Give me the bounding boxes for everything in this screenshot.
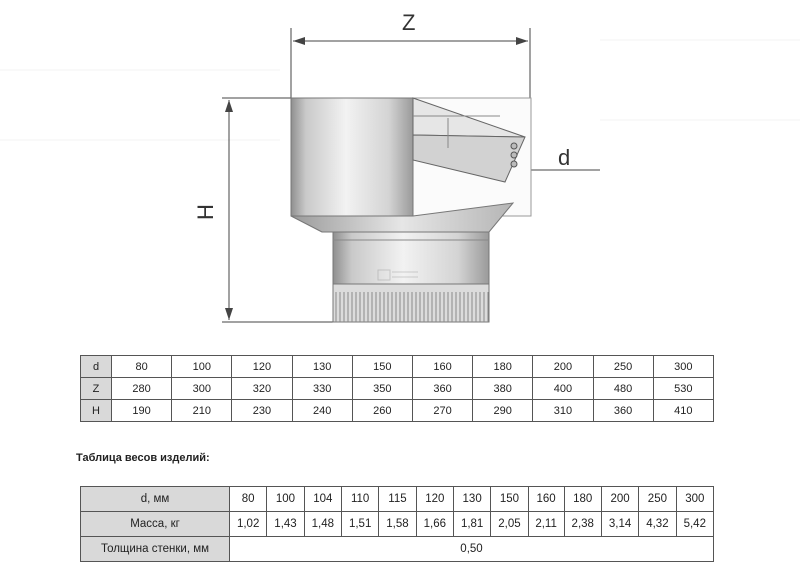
weights-mass-cell: 1,48 [303,511,342,537]
weights-d-cell: 130 [452,486,492,512]
weights-d-label: d, мм [80,486,230,512]
dims-cell: 130 [291,355,353,378]
dims-cell: 120 [231,355,293,378]
z-dimension [290,28,531,100]
dims-cell: 360 [592,399,654,422]
weights-wall-value: 0,50 [229,536,714,562]
weights-d-cell: 110 [340,486,380,512]
dims-cell: 360 [411,377,474,400]
weights-d-cell: 100 [266,486,305,512]
corrugated-ring [332,283,490,323]
dims-cell: 480 [592,377,654,400]
dims-cell: 100 [171,355,233,378]
chimney-cap-drawing: Z H d [0,10,800,323]
dims-cell: 350 [351,377,413,400]
weights-mass-cell: 4,32 [638,511,677,537]
weights-d-cell: 250 [638,486,677,512]
z-dimension-label: Z [402,10,415,35]
dims-cell: 330 [291,377,353,400]
dims-cell: 230 [231,399,293,422]
dims-cell: 190 [110,399,173,422]
dims-row-label: d [80,355,112,378]
dims-cell: 290 [472,399,534,422]
lower-body [332,231,490,285]
background-grid [0,39,800,141]
weights-mass-cell: 5,42 [675,511,715,537]
weights-d-cell: 150 [490,486,529,512]
d-dimension-label: d [558,145,570,170]
dims-row-label: Z [80,377,112,400]
dims-cell: 410 [652,399,715,422]
weights-d-cell: 120 [415,486,454,512]
weights-table-title: Таблица весов изделий: [76,452,210,464]
dims-cell: 270 [411,399,474,422]
weights-d-cell: 160 [527,486,565,512]
dims-cell: 240 [291,399,353,422]
dims-cell: 280 [110,377,173,400]
weights-d-cell: 180 [563,486,602,512]
upper-cylinder [290,97,414,217]
weights-d-cell: 115 [378,486,417,512]
weights-mass-cell: 1,81 [452,511,492,537]
dims-cell: 300 [171,377,233,400]
dims-cell: 180 [472,355,534,378]
weights-mass-label: Масса, кг [80,511,230,537]
weights-wall-label: Толщина стенки, мм [80,536,230,562]
dims-cell: 530 [652,377,715,400]
weights-mass-cell: 1,51 [340,511,380,537]
dims-cell: 210 [171,399,233,422]
dims-cell: 300 [652,355,715,378]
weights-d-cell: 104 [303,486,342,512]
weights-mass-cell: 2,11 [527,511,565,537]
cap-bolts [510,142,518,168]
dims-cell: 310 [532,399,594,422]
dims-cell: 200 [532,355,594,378]
dims-cell: 320 [231,377,293,400]
weights-d-cell: 200 [600,486,640,512]
dims-cell: 250 [592,355,654,378]
dims-cell: 160 [411,355,474,378]
h-dimension-label: H [193,204,218,220]
dims-cell: 260 [351,399,413,422]
weights-mass-cell: 2,38 [563,511,602,537]
weights-mass-cell: 1,02 [228,511,268,537]
dims-cell: 400 [532,377,594,400]
watermark-logo [377,269,418,281]
weights-mass-cell: 2,05 [490,511,529,537]
dims-cell: 80 [110,355,173,378]
weights-mass-cell: 1,58 [378,511,417,537]
dims-cell: 150 [351,355,413,378]
dims-row-label: H [80,399,112,422]
weights-d-cell: 300 [675,486,715,512]
weights-wall-row: Толщина стенки, мм 0,50 [80,536,714,562]
weights-mass-cell: 1,43 [266,511,305,537]
weights-mass-cell: 3,14 [600,511,640,537]
corrugation-ribs [335,292,489,322]
weights-d-cell: 80 [228,486,268,512]
dims-cell: 380 [472,377,534,400]
weights-mass-cell: 1,66 [415,511,454,537]
deflector-cap [412,97,526,183]
